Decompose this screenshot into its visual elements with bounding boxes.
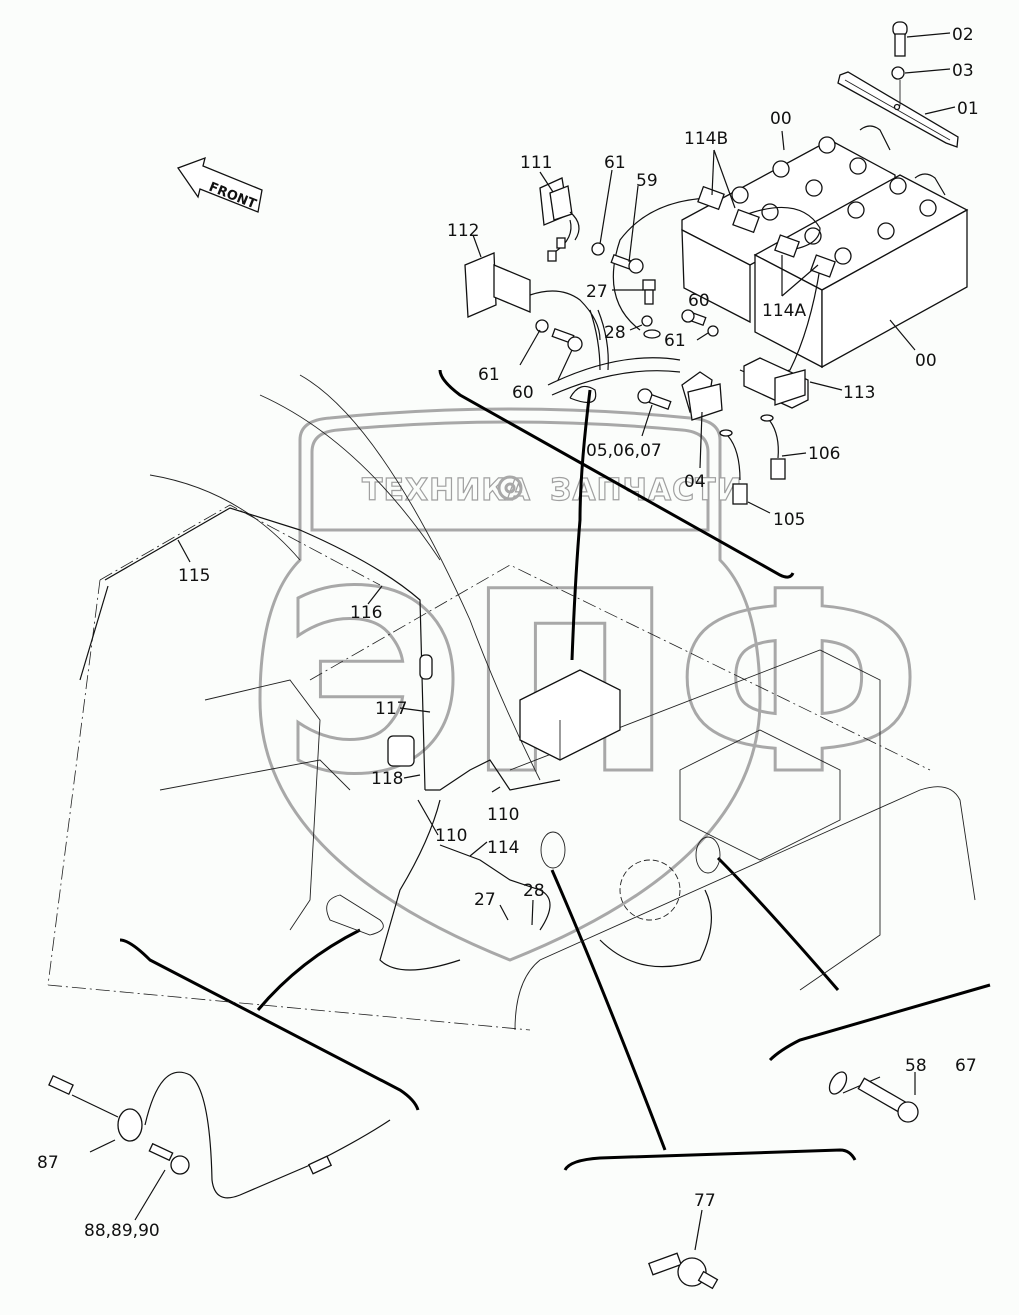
cable-105 [719,429,748,505]
callout-label: 60 [688,291,710,311]
relay-113 [743,357,809,409]
callout-label: 27 [586,282,608,302]
harness-114 [439,844,551,931]
callout-label: 115 [178,566,210,586]
callout-label: 03 [952,61,974,81]
callout-label: 04 [684,472,706,492]
callout-label: 27 [474,890,496,910]
cable-106 [760,414,786,480]
relay-112 [464,252,601,341]
battery-front [753,174,969,369]
callout-label: 116 [350,603,382,623]
callout-label: 114A [762,301,806,321]
callout-label: 60 [512,383,534,403]
bolt-27-icon [642,279,656,305]
wire-harness [547,357,681,396]
sensor-77-icon [648,1252,719,1290]
battery-handle [859,125,891,151]
callout-label: 112 [447,221,479,241]
terminal-icon [643,329,661,339]
callout-label: 59 [636,171,658,191]
harness [425,759,561,791]
callout-label: 61 [604,153,626,173]
harness-115-116 [104,507,426,791]
callout-label: 05,06,07 [586,441,662,461]
regulator-04 [681,371,723,421]
washer-61-icon [707,325,719,337]
callout-label: 28 [604,323,626,343]
machine-body [47,374,976,1031]
washer-58-icon [828,1071,848,1095]
front-arrow-icon: FRONT [176,156,263,213]
callout-label: 28 [523,881,545,901]
battery-handle [914,173,946,196]
callout-labels: 02 03 01 00 00 114B 114A 111 61 59 112 2… [37,25,979,1241]
callout-label: 106 [808,444,840,464]
callout-label: 114 [487,838,519,858]
bolt-05-06-07-icon [637,388,672,411]
callout-label: 114B [684,129,728,149]
connector-118 [387,735,415,767]
harness [599,889,713,968]
callout-label: 88,89,90 [84,1221,160,1241]
washer-61-icon [535,319,549,333]
bolt-60-icon [681,309,707,327]
battery-caps [731,136,937,265]
bolt-02-icon [892,21,908,57]
bolt-88-89-90-icon [148,1142,190,1175]
bolt-59-icon [610,253,644,274]
callout-label: 58 [905,1056,927,1076]
callout-label: 110 [487,805,519,825]
washer-28-icon [641,315,653,327]
relay-111 [539,177,580,262]
washer-61-icon [591,242,605,256]
switch-67-icon [857,1077,919,1123]
battery-jumper-cable [744,206,821,251]
connector-117 [419,654,433,680]
harness-115 [79,585,109,681]
gear-icon [497,475,523,501]
callout-label: 61 [664,331,686,351]
callout-label: 111 [520,153,552,173]
callout-label: 77 [694,1191,716,1211]
callout-label: 87 [37,1153,59,1173]
sensor-87 [48,1071,391,1199]
callout-label: 113 [843,383,875,403]
battery-cable [612,197,711,331]
callout-label: 118 [371,769,403,789]
callout-label: 00 [915,351,937,371]
battery-hold-down-bar [837,71,959,148]
callout-label: 67 [955,1056,977,1076]
leader-lines [89,32,956,1251]
detail-brackets [119,369,991,1171]
callout-label: 105 [773,510,805,530]
callout-label: 61 [478,365,500,385]
callout-label: 01 [957,99,979,119]
washer-03-icon [891,66,905,80]
callout-label: 02 [952,25,974,45]
battery-in-machine [519,669,621,761]
callout-label: 00 [770,109,792,129]
bolt-60-icon [551,327,583,352]
callout-label: 110 [435,826,467,846]
callout-label: 117 [375,699,407,719]
harness [379,799,461,971]
